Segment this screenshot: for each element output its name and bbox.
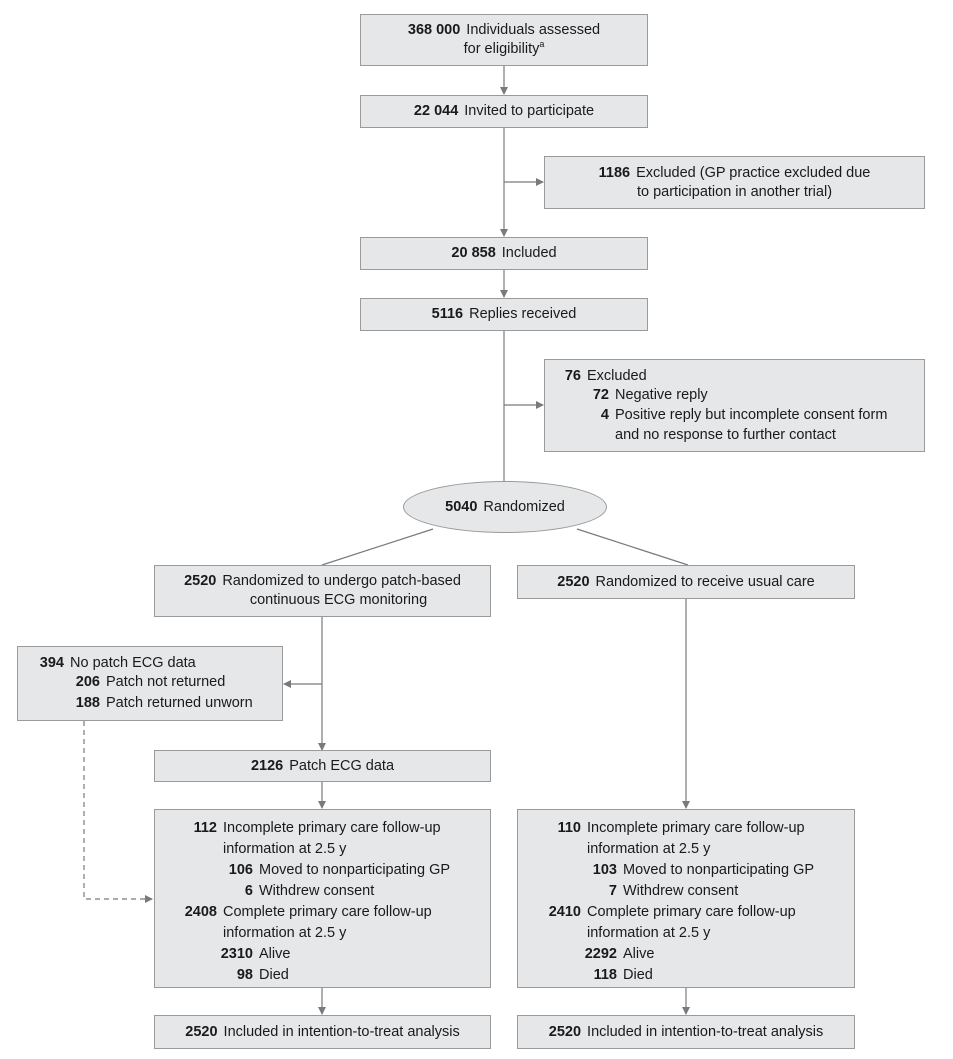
patch-arm-text1: Randomized to undergo patch-based [222,573,461,589]
incomplete-consent-count: 4 [600,407,609,423]
excluded-gp-count: 1186 [598,164,631,181]
box-patch-analysis: 2520 Included in intention-to-treat analy… [154,1015,491,1049]
excluded-gp-text2: to participation in another trial) [636,183,833,200]
box-usual-followup: 110 Incomplete primary care follow-up in… [517,809,855,988]
box-patch-followup: 112 Incomplete primary care follow-up in… [154,809,491,988]
incomplete-consent-text: Positive reply but incomplete consent fo… [615,407,888,423]
replies-text: Replies received [469,306,577,322]
assessed-text2: for eligibility [463,41,540,57]
negative-reply-count: 72 [592,387,609,403]
followup-text: Alive [623,946,655,962]
not-returned-count: 206 [75,674,100,690]
followup-text: Complete primary care follow-up [587,904,796,920]
footnote-mark: a [539,39,545,50]
followup-count: 112 [193,820,217,836]
followup-count: 7 [608,883,617,899]
box-patch-ecg-data: 2126 Patch ECG data [154,750,491,782]
followup-count: 2292 [584,946,617,962]
invited-count: 22 044 [413,103,459,119]
followup-count: 2408 [184,904,217,920]
box-replies: 5116 Replies received [360,298,648,331]
randomized-ellipse: 5040 Randomized [403,481,607,533]
box-usual-arm: 2520 Randomized to receive usual care [517,565,855,599]
included-count: 20 858 [451,245,496,261]
box-excluded-gp: 1186 Excluded (GP practice excluded due t… [544,156,925,209]
patch-arm-count: 2520 [184,573,217,589]
box-invited: 22 044 Invited to participate [360,95,648,128]
followup-text2: information at 2.5 y [223,841,347,857]
box-no-patch-data: 394 No patch ECG data 206 Patch not retu… [17,646,283,721]
assessed-text1: Individuals assessed [466,22,601,38]
box-excluded-replies: 76 Excluded 72 Negative reply 4 Positive… [544,359,925,452]
followup-text: Moved to nonparticipating GP [623,862,815,878]
incomplete-consent-text2: and no response to further contact [615,427,836,443]
followup-text2: information at 2.5 y [587,841,711,857]
excluded-replies-count: 76 [564,368,581,384]
no-data-count: 394 [39,655,64,671]
excluded-replies-text: Excluded [587,368,647,384]
not-returned-text: Patch not returned [106,674,226,690]
assessed-count: 368 000 [407,22,461,38]
dashed-no-data-to-followup [83,721,153,903]
followup-text: Incomplete primary care follow-up [223,820,441,836]
usual-arm-count: 2520 [557,573,590,590]
box-included: 20 858 Included [360,237,648,270]
followup-count: 98 [236,967,253,983]
box-patch-arm: 2520 Randomized to undergo patch-based co… [154,565,491,617]
usual-analysis-text: Included in intention-to-treat analysis [587,1023,824,1040]
excluded-gp-text1: Excluded (GP practice excluded due [636,164,871,181]
patch-analysis-text: Included in intention-to-treat analysis [223,1023,460,1040]
followup-count: 110 [557,820,581,836]
unworn-text: Patch returned unworn [106,695,253,711]
ecg-data-count: 2126 [250,757,284,774]
line-randomized-patch [321,528,434,566]
followup-count: 6 [244,883,253,899]
followup-text: Died [623,967,653,983]
followup-text: Alive [259,946,291,962]
randomized-count: 5040 [445,499,478,515]
usual-analysis-count: 2520 [548,1023,582,1040]
no-data-text: No patch ECG data [70,655,196,671]
followup-count: 2310 [220,946,253,962]
patch-arm-text2: continuous ECG monitoring [249,592,428,608]
unworn-count: 188 [75,695,100,711]
followup-text: Incomplete primary care follow-up [587,820,805,836]
box-usual-analysis: 2520 Included in intention-to-treat analy… [517,1015,855,1049]
box-assessed: 368 000 Individuals assessed for eligibil… [360,14,648,66]
negative-reply-text: Negative reply [615,387,708,403]
followup-text: Withdrew consent [259,883,375,899]
followup-count: 106 [228,862,253,878]
invited-text: Invited to participate [464,103,595,119]
followup-text: Died [259,967,289,983]
included-text: Included [501,245,557,261]
ecg-data-text: Patch ECG data [289,757,395,774]
usual-arm-text: Randomized to receive usual care [595,573,815,590]
replies-count: 5116 [431,306,464,322]
line-randomized-usual [576,528,689,566]
followup-text2: information at 2.5 y [587,925,711,941]
followup-count: 103 [592,862,617,878]
followup-count: 118 [593,967,617,983]
followup-text: Withdrew consent [623,883,739,899]
followup-text2: information at 2.5 y [223,925,347,941]
followup-text: Complete primary care follow-up [223,904,432,920]
randomized-text: Randomized [483,499,565,515]
patch-analysis-count: 2520 [185,1023,218,1040]
followup-text: Moved to nonparticipating GP [259,862,451,878]
followup-count: 2410 [548,904,581,920]
